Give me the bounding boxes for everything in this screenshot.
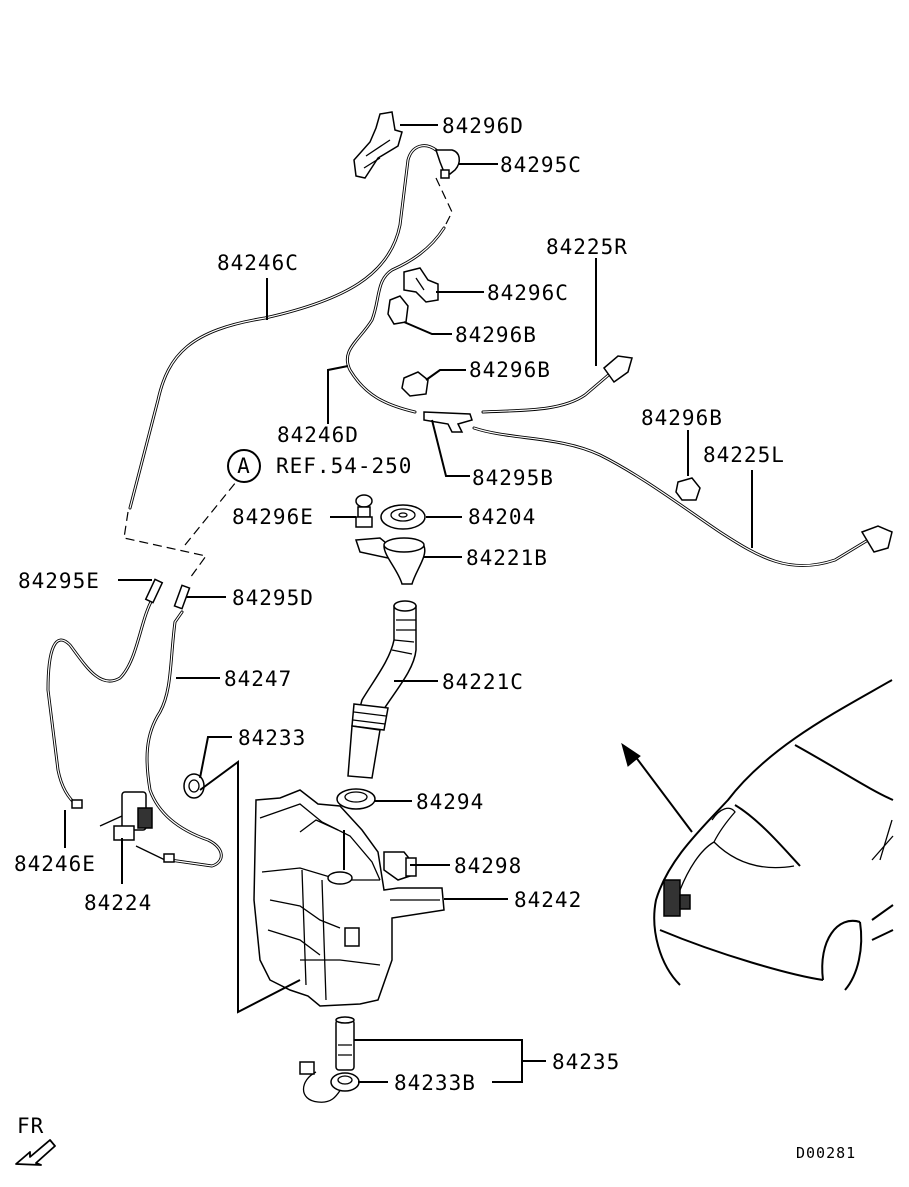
- connector-84295C: [434, 149, 460, 179]
- dashed-links: [123, 177, 453, 579]
- hose-84225L: [472, 426, 870, 568]
- reference-text: REF.54-250: [276, 454, 412, 478]
- filler-hose-84221C: [347, 600, 417, 779]
- label-84247: 84247: [224, 667, 292, 691]
- label-84221C: 84221C: [442, 670, 524, 694]
- clip-84296B-mid: [401, 371, 429, 397]
- label-84221B: 84221B: [466, 546, 548, 570]
- label-84296B-1: 84296B: [455, 323, 537, 347]
- diagram-code: D00281: [796, 1144, 856, 1162]
- label-84296C: 84296C: [487, 281, 569, 305]
- label-84298: 84298: [454, 854, 522, 878]
- tee-84295B: [423, 411, 473, 433]
- label-84225L: 84225L: [703, 443, 785, 467]
- grommet-84294: [336, 788, 376, 810]
- clip-84296B-upper: [387, 295, 409, 325]
- hose-84247: [145, 610, 223, 868]
- filler-neck-84221B: [354, 537, 426, 585]
- nozzle-84225R: [602, 355, 633, 384]
- grommet-84233B: [299, 1061, 360, 1092]
- sensor-84298: [383, 851, 417, 881]
- label-84295D: 84295D: [232, 586, 314, 610]
- label-84296D: 84296D: [442, 114, 524, 138]
- label-84295C: 84295C: [500, 153, 582, 177]
- label-84246E: 84246E: [14, 852, 96, 876]
- hose-84246D: [345, 226, 446, 414]
- label-84296B-2: 84296B: [469, 358, 551, 382]
- label-84246D: 84246D: [277, 423, 359, 447]
- direction-label: FR: [17, 1114, 44, 1138]
- label-84296B-3: 84296B: [641, 406, 723, 430]
- pump-wire: [302, 1071, 345, 1103]
- pump-84224: [99, 791, 166, 861]
- leader-lines: [64, 124, 753, 1083]
- fittings-84295: [71, 578, 191, 863]
- label-84295B: 84295B: [472, 466, 554, 490]
- label-84246C: 84246C: [217, 251, 299, 275]
- front-arrow-icon: [15, 1139, 56, 1166]
- hose-84246E: [46, 596, 155, 808]
- level-sensor-84235: [335, 1016, 355, 1071]
- clamp-84296D: [353, 111, 403, 179]
- hose-84246C: [128, 144, 438, 510]
- labels: 84296D 84295C 84246C 84225R 84296C 84296…: [14, 114, 856, 1166]
- clip-84296C: [403, 267, 439, 303]
- label-84295E: 84295E: [18, 569, 100, 593]
- label-84233B: 84233B: [394, 1071, 476, 1095]
- reference-circle: [227, 449, 261, 483]
- fastener-84296E: [355, 494, 373, 528]
- tank-84242: [253, 789, 445, 1007]
- label-84235: 84235: [552, 1050, 620, 1074]
- label-84242: 84242: [514, 888, 582, 912]
- vehicle-inset: [621, 679, 894, 991]
- label-84224: 84224: [84, 891, 152, 915]
- label-84296E: 84296E: [232, 505, 314, 529]
- label-84294: 84294: [416, 790, 484, 814]
- label-84233: 84233: [238, 726, 306, 750]
- label-84204: 84204: [468, 505, 536, 529]
- cap-84204: [380, 504, 426, 530]
- reference-marker: A: [237, 454, 251, 478]
- label-84225R: 84225R: [546, 235, 628, 259]
- clip-84296B-right: [675, 477, 701, 501]
- nozzle-84225L: [860, 525, 893, 553]
- hose-84225R: [481, 370, 614, 414]
